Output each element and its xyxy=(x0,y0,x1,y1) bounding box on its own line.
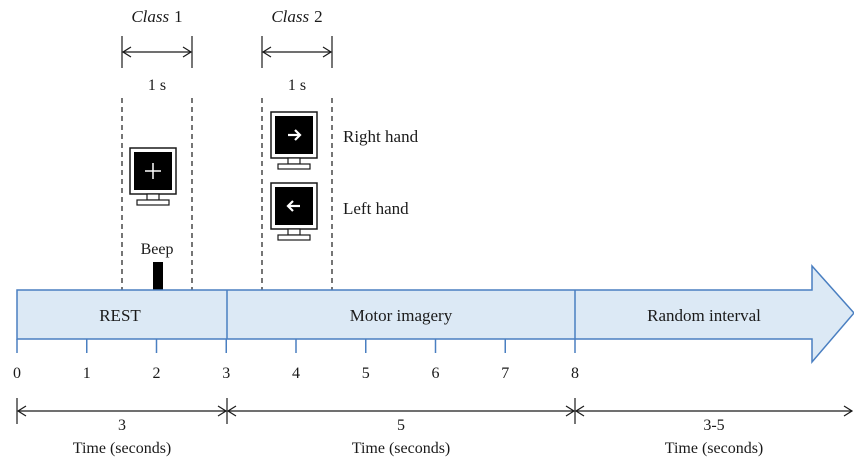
segment-label-rest: REST xyxy=(99,306,141,325)
left-arrow-monitor-icon xyxy=(270,182,318,241)
segment-label-random-interval: Random interval xyxy=(647,306,761,325)
class2-title-word: Class xyxy=(271,7,309,26)
dashed-guides xyxy=(121,98,333,290)
span-random-unit: Time (seconds) xyxy=(665,440,764,457)
segment-label-motor-imagery: Motor imagery xyxy=(350,306,453,325)
tick-label: 7 xyxy=(501,365,509,382)
span-brackets xyxy=(16,398,854,424)
class2-duration: 1 s xyxy=(288,77,306,94)
class1-title-num: 1 xyxy=(174,7,183,26)
span-rest-unit: Time (seconds) xyxy=(73,440,172,457)
class2-title: Class 2 xyxy=(271,7,322,26)
span-rest-value: 3 xyxy=(118,417,126,434)
tick-label: 4 xyxy=(292,365,300,382)
beep-marker xyxy=(153,262,163,290)
beep-label: Beep xyxy=(141,241,174,258)
right-hand-label: Right hand xyxy=(343,127,419,146)
right-arrow-monitor-icon xyxy=(270,111,318,170)
tick-label: 1 xyxy=(83,365,91,382)
span-motor-unit: Time (seconds) xyxy=(352,440,451,457)
class2-title-num: 2 xyxy=(314,7,323,26)
class1-width-marker xyxy=(121,36,193,68)
class1-title: Class 1 xyxy=(131,7,182,26)
span-motor-value: 5 xyxy=(397,417,405,434)
left-hand-label: Left hand xyxy=(343,199,409,218)
fixation-cross-monitor-icon xyxy=(129,147,177,206)
class1-title-word: Class xyxy=(131,7,169,26)
tick-label: 3 xyxy=(222,365,230,382)
tick-label: 2 xyxy=(153,365,161,382)
tick-label: 8 xyxy=(571,365,579,382)
tick-label: 5 xyxy=(362,365,370,382)
span-random-value: 3-5 xyxy=(703,417,724,434)
tick-label: 0 xyxy=(13,365,21,382)
tick-layer: 0 1 2 3 4 5 6 7 8 xyxy=(13,339,579,382)
tick-label: 6 xyxy=(432,365,440,382)
class2-width-marker xyxy=(261,36,333,68)
class1-duration: 1 s xyxy=(148,77,166,94)
